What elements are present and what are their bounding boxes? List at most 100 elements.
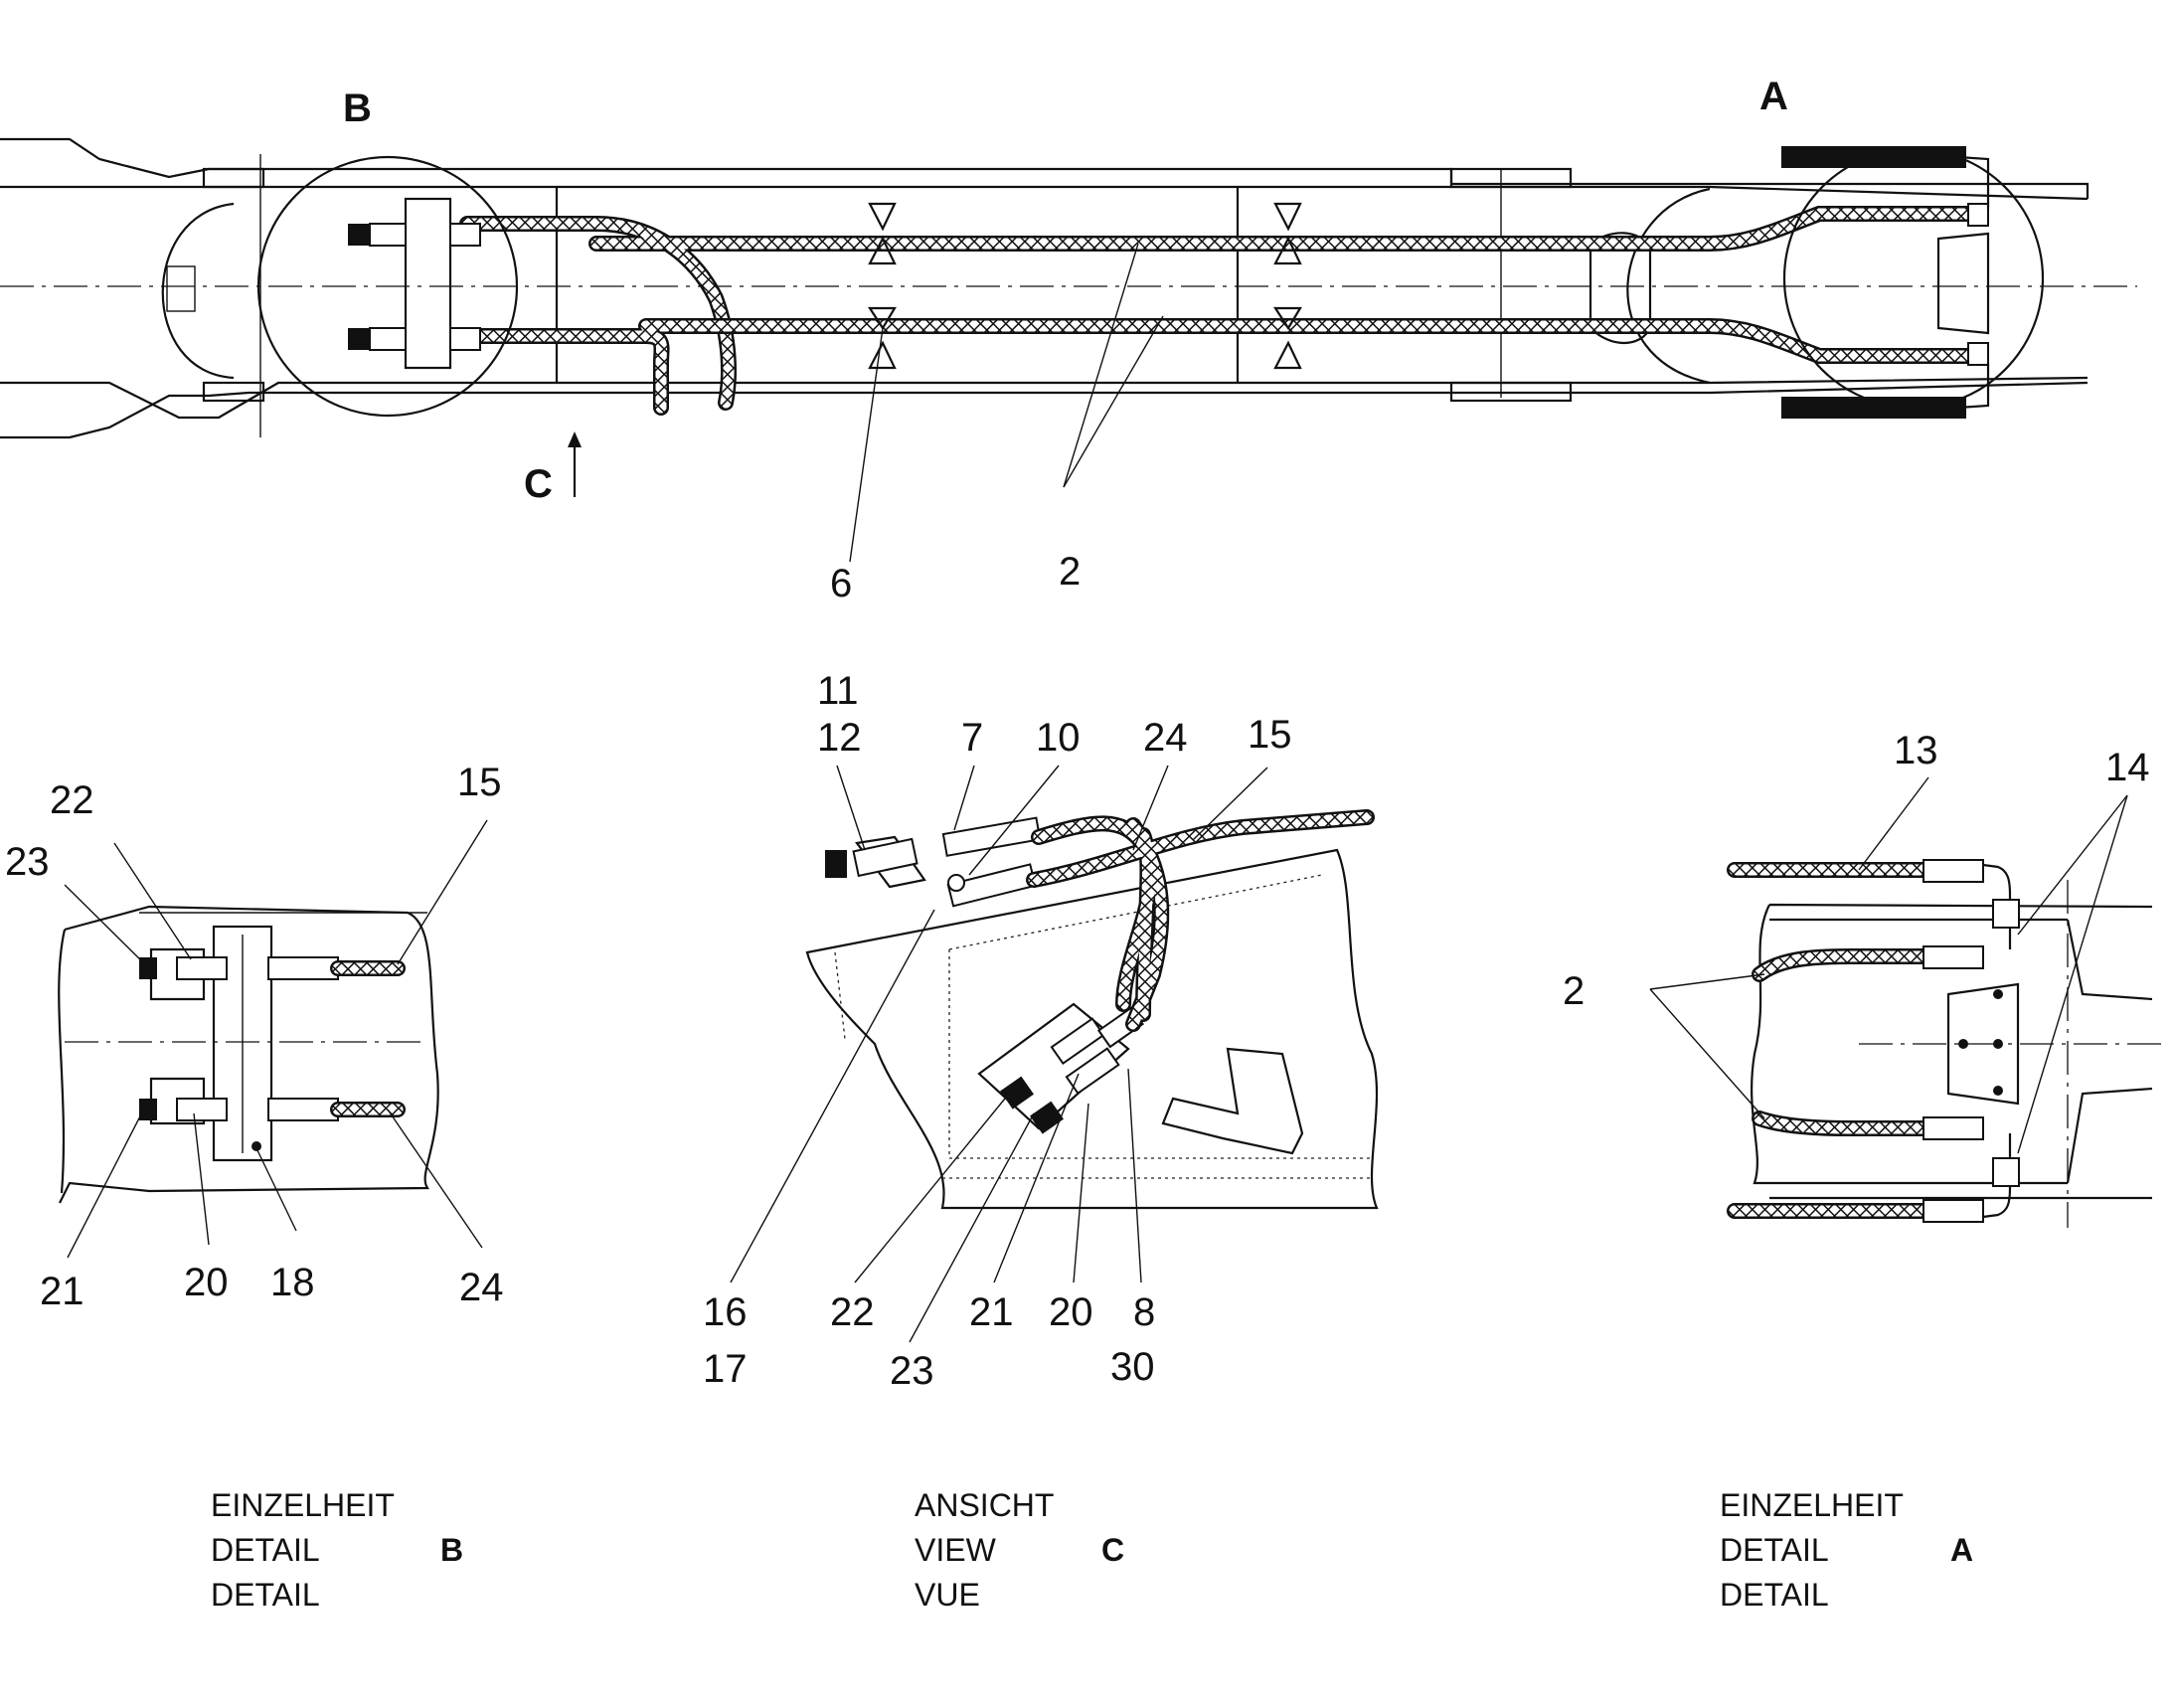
detail-a-fitting-3 — [1922, 945, 1984, 969]
detail-marker-a: A — [1759, 75, 1788, 118]
view-c-upper-coupling — [825, 816, 1042, 908]
caption-c-line-3: VUE — [915, 1577, 980, 1613]
callout-2: 2 — [1059, 550, 1081, 594]
detail-a-clamp-bottom — [1992, 1157, 2020, 1187]
callout-b-22: 22 — [50, 778, 94, 822]
leader-c-7 — [953, 765, 975, 831]
leader-a-13 — [1858, 776, 1929, 871]
callout-a-2: 2 — [1563, 969, 1585, 1013]
leader-b-23 — [64, 884, 148, 967]
caption-c-line-1: ANSICHT — [915, 1487, 1054, 1523]
leader-c-20 — [1073, 1103, 1089, 1283]
hose-lower-outline — [459, 318, 1976, 416]
callout-c-21: 21 — [969, 1290, 1014, 1334]
boom-outline-bottom — [0, 376, 2089, 420]
callout-c-11: 11 — [817, 669, 859, 713]
view-c: 11 12 7 10 24 15 16 17 22 23 21 20 8 30 … — [703, 669, 1379, 1613]
caption-a-letter: A — [1950, 1532, 1973, 1568]
leader-2b — [1063, 315, 1164, 488]
leader-a-2a — [1649, 973, 1765, 990]
leader-c-10 — [968, 765, 1060, 876]
callout-c-22: 22 — [830, 1290, 875, 1334]
top-flange-left — [202, 167, 265, 189]
callout-b-24: 24 — [459, 1266, 504, 1309]
leader-c-23 — [909, 1112, 1035, 1343]
callout-b-23: 23 — [5, 840, 50, 884]
leader-6 — [849, 327, 884, 563]
callout-b-15: 15 — [457, 761, 502, 804]
leader-c-22 — [854, 1093, 1010, 1283]
leader-b-22 — [113, 842, 192, 960]
detail-a-frame — [1751, 903, 2153, 1200]
detail-circle-b — [256, 155, 519, 418]
callout-c-7: 7 — [961, 716, 983, 760]
leader-2a — [1063, 243, 1139, 488]
boom-outline-bottom-outer — [0, 381, 2089, 439]
view-c-hidden-lines — [834, 874, 1372, 1179]
leader-a-14a — [2017, 794, 2128, 936]
detail-marker-b: B — [343, 86, 372, 130]
callout-c-15: 15 — [1248, 713, 1292, 757]
view-marker-c: C — [524, 462, 553, 506]
callout-c-8: 8 — [1133, 1290, 1155, 1334]
leader-b-15 — [397, 819, 488, 965]
caption-a-line-3: DETAIL — [1720, 1577, 1829, 1613]
hose-clamps — [867, 202, 1302, 370]
detail-a-view: 13 14 2 EINZELHEIT DETAIL DETAIL A — [1563, 729, 2162, 1613]
caption-b-line-1: EINZELHEIT — [211, 1487, 395, 1523]
callout-c-30: 30 — [1110, 1345, 1155, 1389]
callout-b-21: 21 — [40, 1270, 84, 1313]
main-boom-view: B A C 6 2 — [0, 75, 2137, 605]
quick-coupling-block-main — [348, 197, 481, 370]
leader-c-24 — [1132, 765, 1169, 851]
callout-a-13: 13 — [1894, 729, 1938, 772]
callout-c-12: 12 — [817, 716, 862, 760]
bottom-flange-right — [1449, 381, 1573, 403]
view-c-frame — [805, 848, 1379, 1210]
detail-b-coupling-block — [212, 925, 273, 1162]
boom-head-arc — [161, 202, 235, 380]
detail-a-plate — [1946, 982, 2020, 1106]
callout-c-24: 24 — [1143, 716, 1188, 760]
detail-a-tubes — [1982, 863, 2012, 1219]
detail-b-frame — [58, 905, 439, 1204]
leader-c-8 — [1127, 1068, 1142, 1283]
caption-b-line-3: DETAIL — [211, 1577, 320, 1613]
bottom-flange-left — [202, 381, 265, 403]
leader-b-24 — [387, 1109, 483, 1249]
view-c-hoses — [1028, 811, 1373, 1030]
callout-b-18: 18 — [270, 1261, 315, 1304]
caption-a-line-2: DETAIL — [1720, 1532, 1829, 1568]
callout-c-20: 20 — [1049, 1290, 1093, 1334]
callout-c-10: 10 — [1036, 716, 1081, 760]
leader-b-20 — [193, 1112, 210, 1246]
detail-a-fitting-2 — [1922, 1199, 1984, 1223]
detail-a-hoses — [1729, 864, 1929, 1217]
caption-b-line-2: DETAIL — [211, 1532, 320, 1568]
leader-c-12 — [836, 765, 866, 851]
callout-c-23: 23 — [890, 1349, 934, 1393]
caption-b-letter: B — [440, 1532, 463, 1568]
leader-c-21 — [993, 1073, 1080, 1283]
leader-c-16 — [730, 909, 935, 1283]
mounting-plate — [166, 265, 196, 312]
leader-c-15 — [1192, 767, 1268, 841]
detail-a-fitting-4 — [1922, 1116, 1984, 1140]
detail-a-clamp-top — [1992, 899, 2020, 929]
top-flange-right — [1449, 167, 1573, 189]
callout-c-17: 17 — [703, 1347, 748, 1391]
caption-c-line-2: VIEW — [915, 1532, 997, 1568]
callout-6: 6 — [830, 562, 852, 605]
detail-circle-a — [1782, 147, 2045, 410]
detail-a-fitting-1 — [1922, 859, 1984, 883]
callout-a-14: 14 — [2105, 746, 2150, 789]
leader-b-18 — [255, 1147, 297, 1232]
boom-outline-top-inner — [0, 185, 2089, 201]
callout-b-20: 20 — [184, 1261, 229, 1304]
caption-c-letter: C — [1101, 1532, 1124, 1568]
boom-nose — [1626, 187, 1711, 385]
leader-b-21 — [67, 1108, 145, 1259]
leader-a-14b — [2017, 794, 2128, 1154]
